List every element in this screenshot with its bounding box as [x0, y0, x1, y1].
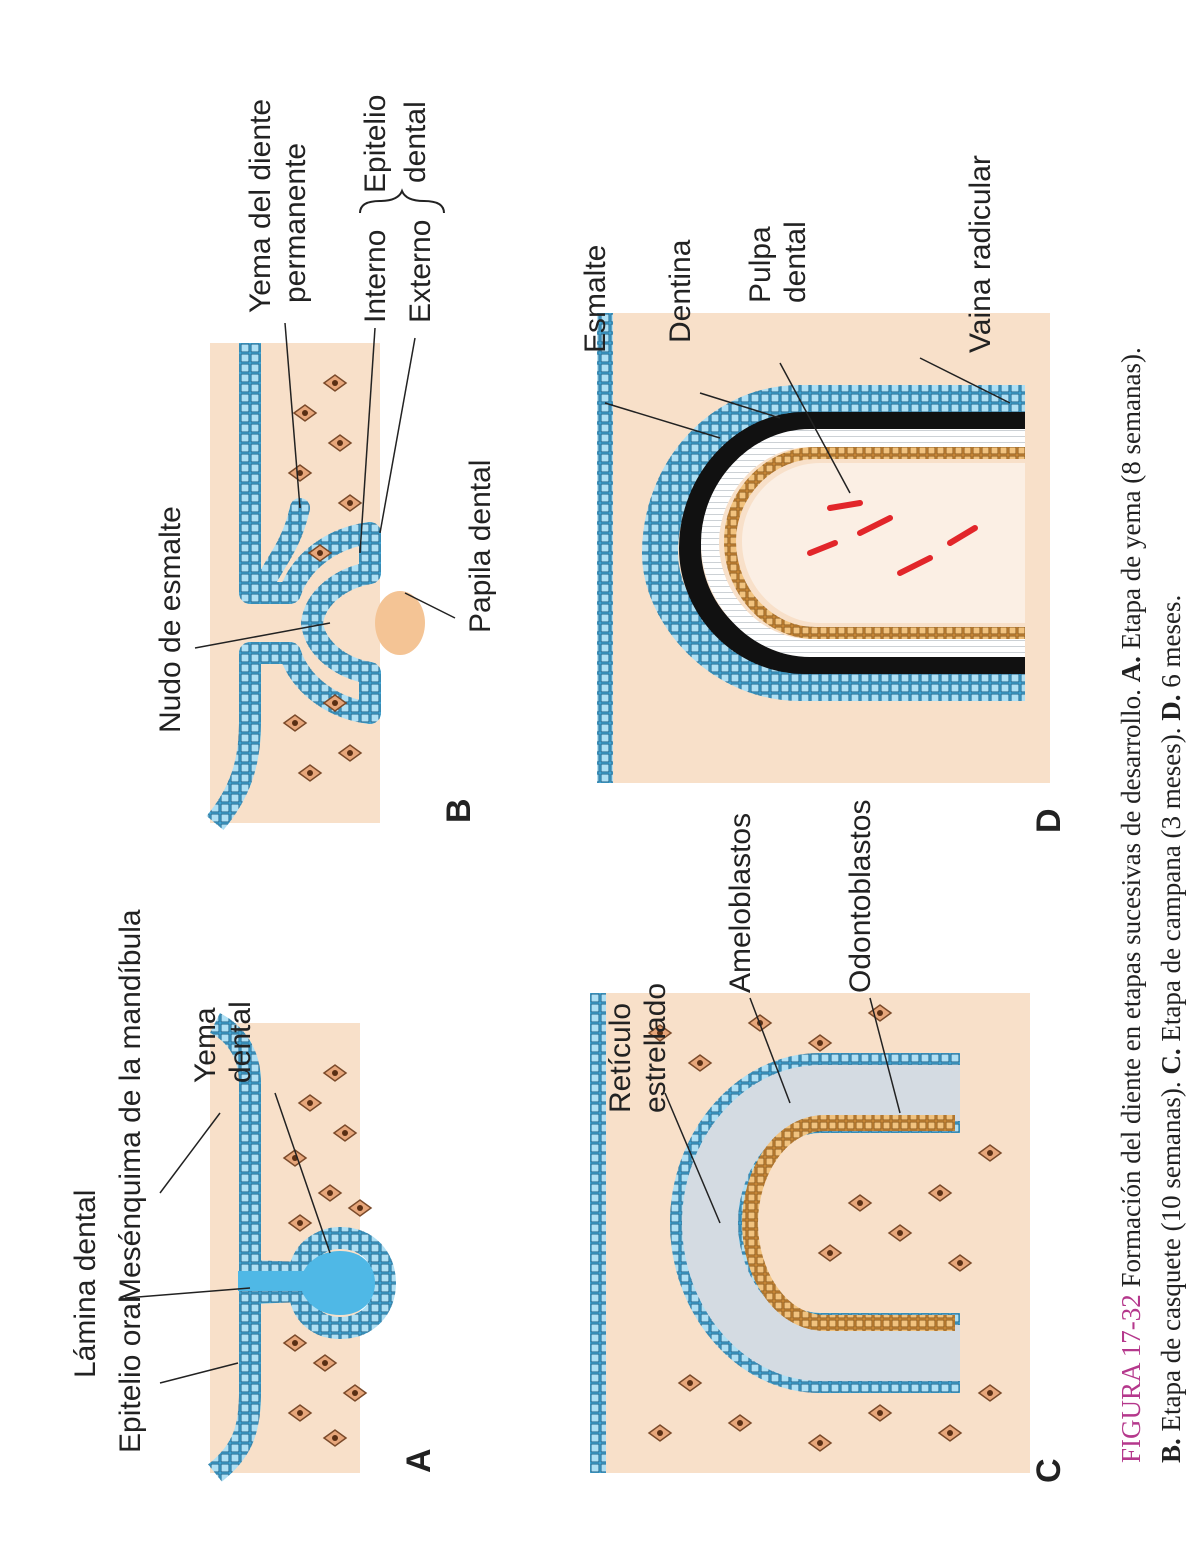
- panel-b-permanent-bud: [252, 498, 310, 603]
- label-yema-permanente-1: Yema del diente: [244, 99, 277, 313]
- panel-b: Nudo de esmalte Papila dental Yema del d…: [154, 95, 497, 831]
- caption-d-text: 6 meses.: [1156, 595, 1186, 695]
- caption: FIGURA 17-32 Formación del diente en eta…: [1116, 347, 1186, 1463]
- panel-d-outer-epithelium: [641, 385, 1025, 701]
- label-epitelio-oral: Epitelio oral: [114, 1296, 147, 1453]
- label-odontoblastos: Odontoblastos: [844, 800, 877, 993]
- panel-d-dentin: [678, 412, 1025, 674]
- label-yema-permanente-2: permanente: [279, 143, 312, 303]
- label-epitelio-dental-2: dental: [399, 101, 432, 183]
- caption-c-label: C.: [1156, 1048, 1186, 1074]
- caption-c-text: Etapa de campana (3 meses).: [1156, 721, 1186, 1049]
- label-pulpa-2: dental: [779, 221, 812, 303]
- label-yema-dental-2: dental: [224, 1001, 257, 1083]
- panel-c: Retículo estrellado Ameloblastos Odontob…: [590, 800, 1068, 1483]
- panel-a-letter: A: [400, 1448, 438, 1473]
- panel-a-tooth-bud: [300, 1251, 375, 1315]
- panel-d-odontoblasts: [723, 447, 1025, 639]
- caption-d-label: D.: [1156, 695, 1186, 721]
- panel-b-leader-lines: [194, 322, 456, 649]
- label-pulpa-1: Pulpa: [744, 226, 777, 303]
- panel-d-blood-vessels: [807, 500, 978, 576]
- panel-d: Esmalte Dentina Pulpa dental Vaina radic…: [579, 155, 1068, 833]
- caption-a-label: A.: [1116, 656, 1146, 682]
- panel-b-letter: B: [440, 798, 478, 823]
- label-yema-dental-1: Yema: [189, 1007, 222, 1083]
- caption-figure-number: FIGURA 17-32: [1116, 1294, 1146, 1463]
- label-mesenquima: Mesénquima de la mandíbula: [114, 909, 147, 1303]
- panel-a: Epitelio oral Lámina dental Mesénquima d…: [69, 909, 438, 1482]
- caption-b-text: Etapa de casquete (10 semanas).: [1156, 1075, 1186, 1439]
- label-interno: Interno: [359, 230, 392, 323]
- panel-a-leader-lines: [124, 1092, 331, 1384]
- label-epitelio-dental-1: Epitelio: [359, 95, 392, 193]
- panel-d-ameloblasts: [700, 429, 1025, 657]
- panel-c-odontoblasts: [741, 1115, 955, 1331]
- label-dentina: Dentina: [664, 239, 697, 343]
- label-esmalte: Esmalte: [579, 245, 612, 353]
- panel-d-letter: D: [1030, 808, 1068, 833]
- caption-line-1: FIGURA 17-32 Formación del diente en eta…: [1116, 347, 1146, 1463]
- panel-d-pulpa: [742, 463, 1025, 623]
- panel-b-brace: [359, 188, 445, 214]
- panel-b-enamel-organ: [206, 343, 381, 831]
- panel-b-papila: [375, 591, 425, 655]
- label-ameloblastos: Ameloblastos: [724, 813, 757, 993]
- panel-a-epithelium: [207, 1013, 396, 1482]
- label-vaina-radicular: Vaina radicular: [964, 155, 997, 353]
- caption-intro: Formación del diente en etapas sucesivas…: [1116, 682, 1146, 1294]
- caption-b-label: B.: [1156, 1438, 1186, 1463]
- caption-a-text: Etapa de yema (8 semanas).: [1116, 347, 1146, 656]
- label-externo: Externo: [404, 220, 437, 323]
- caption-line-2: B. Etapa de casquete (10 semanas). C. Et…: [1156, 595, 1186, 1463]
- panel-d-leader-lines: [604, 357, 1011, 494]
- label-lamina-dental: Lámina dental: [69, 1190, 102, 1378]
- label-papila-dental: Papila dental: [464, 460, 497, 633]
- panel-c-leader-lines: [664, 997, 901, 1224]
- label-reticulo-1: Retículo: [604, 1003, 637, 1113]
- label-nudo-esmalte: Nudo de esmalte: [154, 506, 187, 733]
- panel-c-letter: C: [1030, 1458, 1068, 1483]
- label-reticulo-2: estrellado: [639, 983, 672, 1113]
- panel-a-dental-lamina: [238, 1271, 304, 1291]
- panel-c-reticulo: [681, 1065, 960, 1381]
